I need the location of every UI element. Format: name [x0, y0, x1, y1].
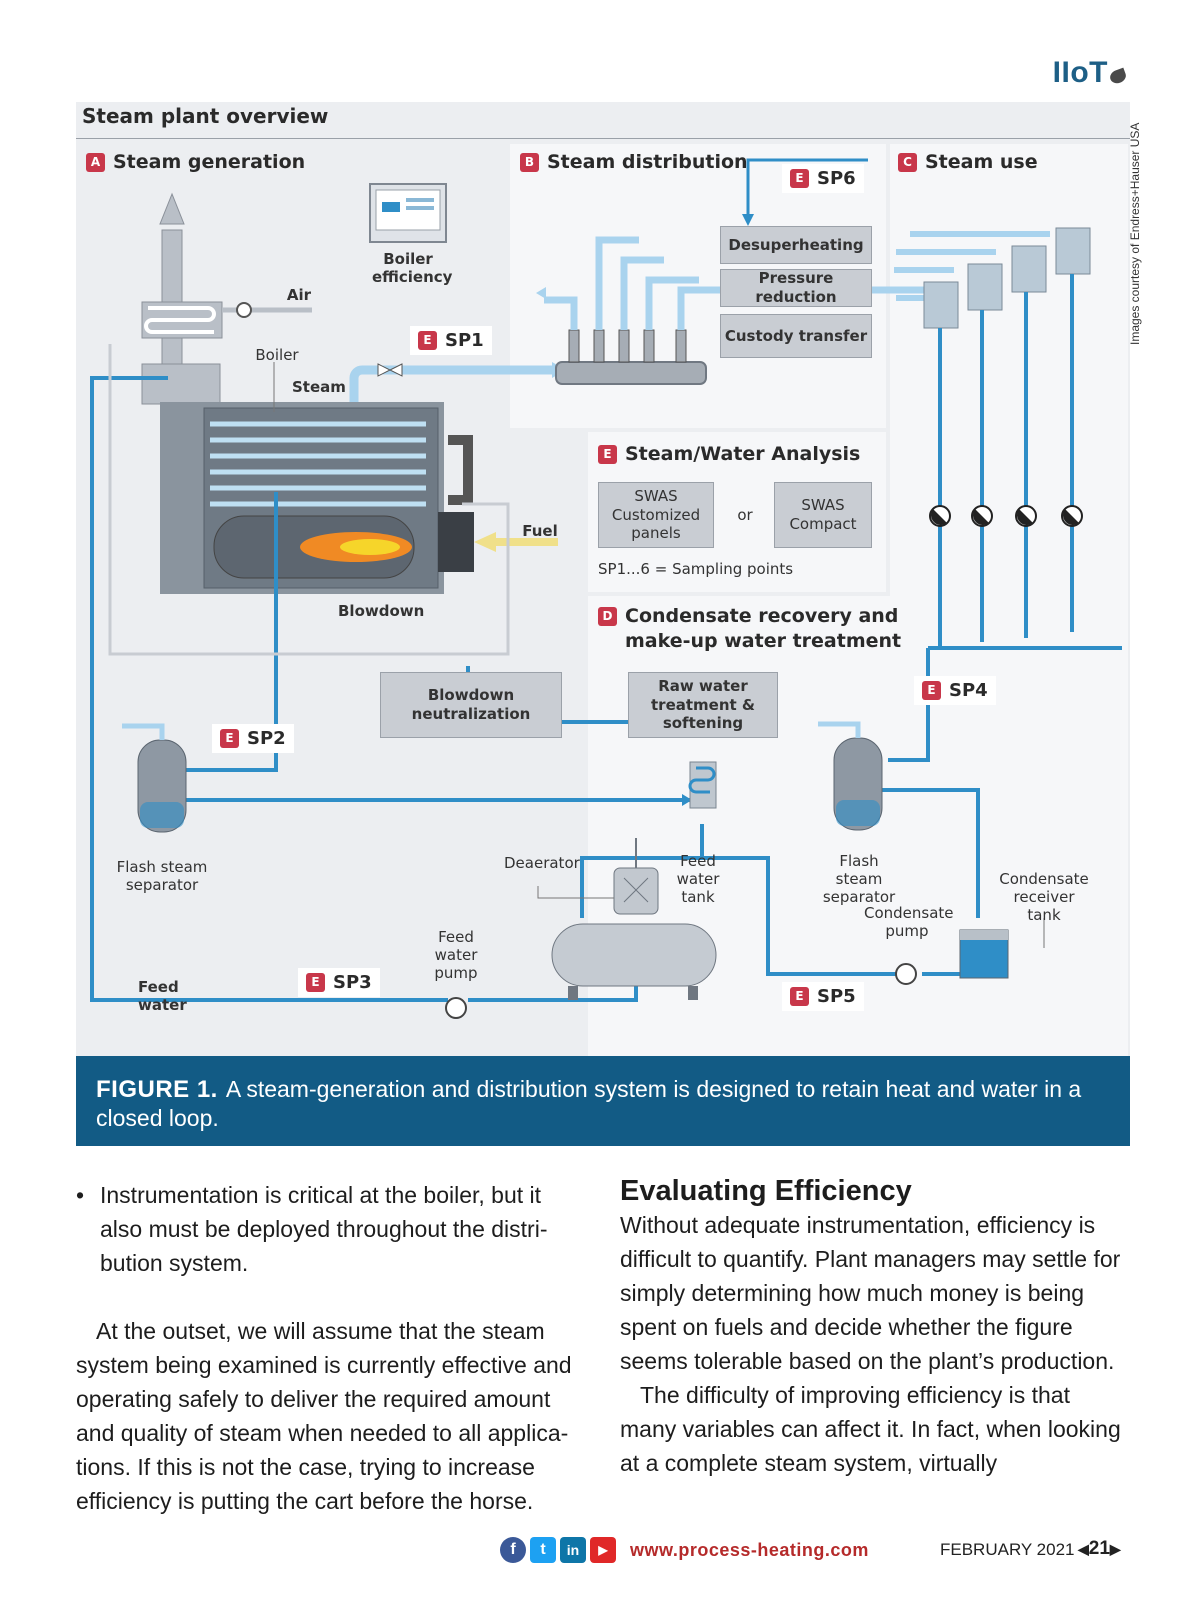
- linkedin-icon[interactable]: in: [560, 1537, 586, 1563]
- left-paragraph: At the outset, we will assume that the s…: [76, 1318, 572, 1514]
- section-heading: Evaluating Efficiency: [620, 1175, 912, 1207]
- figure-title: Steam plant overview: [82, 104, 329, 128]
- steam-label: Steam: [292, 378, 346, 396]
- condensate-return-lines: [928, 274, 1122, 650]
- heat-exchangers: [923, 227, 1091, 329]
- steam-supply-lines: [894, 231, 1050, 301]
- article-left-column: Instrumentation is critical at the boile…: [76, 1178, 586, 1518]
- fuel-label: Fuel: [522, 522, 558, 540]
- air-label: Air: [286, 286, 312, 304]
- desuperheating-box: Desuperheating: [720, 226, 872, 264]
- fuel-arrow-icon: [474, 532, 558, 552]
- bullet-paragraph: Instrumentation is critical at the boile…: [76, 1178, 586, 1280]
- feed-pump-icon: [445, 997, 467, 1019]
- swas-or: or: [737, 506, 753, 524]
- custody-transfer-box: Custody transfer: [720, 314, 872, 358]
- page-footer: f t in ▶ www.process-heating.com FEBRUAR…: [0, 1537, 1200, 1567]
- steam-plant-diagram: [90, 144, 1128, 1056]
- steam-traps: [929, 505, 1083, 527]
- figure-caption: FIGURE 1.A steam-generation and distribu…: [76, 1056, 1130, 1146]
- steam-valve-icon: [377, 363, 403, 377]
- feed-water-tank: [551, 923, 717, 987]
- caption-text: A steam-generation and distribution syst…: [96, 1076, 1082, 1131]
- section-tag: IIoT: [1052, 56, 1108, 89]
- blowdown-line: [108, 344, 510, 656]
- stack-arrow-icon: [159, 192, 185, 225]
- boiler-tubes: [210, 421, 426, 507]
- section-tag-marker-icon: [1108, 67, 1128, 86]
- figure-title-rule: [76, 138, 1130, 139]
- right-paragraph-2: The difficulty of improving efficiency i…: [620, 1382, 1121, 1476]
- caption-label: FIGURE 1.: [96, 1076, 218, 1103]
- website-link[interactable]: www.process-heating.com: [630, 1540, 869, 1560]
- blowdown-label: Blowdown: [338, 602, 425, 620]
- deaerator-label: Deaerator: [504, 854, 580, 872]
- feed-water-loop: [90, 376, 980, 1002]
- facebook-icon[interactable]: f: [500, 1537, 526, 1563]
- image-credit: Images courtesy of Endress+Hauser USA: [1128, 122, 1142, 345]
- twitter-icon[interactable]: t: [530, 1537, 556, 1563]
- right-paragraph-1: Without adequate instrumentation, effici…: [620, 1212, 1121, 1374]
- boiler-label: Boiler: [255, 346, 299, 364]
- panel-steam-use: [890, 144, 1128, 664]
- steam-header: [555, 361, 707, 385]
- youtube-icon[interactable]: ▶: [590, 1537, 616, 1563]
- economizer: [141, 363, 221, 405]
- main-steam-pipe: [349, 365, 552, 402]
- condensate-pump-icon: [895, 963, 917, 985]
- flash-separator-right: [818, 721, 883, 831]
- pressure-reduction-box: Pressure reduction: [720, 269, 872, 307]
- preheater-coil: [144, 306, 216, 334]
- feed-water-label: Feed water: [138, 978, 187, 1014]
- article-right-column: Evaluating Efficiency Without adequate i…: [620, 1174, 1132, 1480]
- air-sensor-icon: [236, 302, 252, 318]
- sampling-points-legend: SP1...6 = Sampling points: [598, 560, 794, 578]
- deaerator: [551, 838, 717, 1000]
- page-number: ◀21▶: [1078, 1538, 1121, 1559]
- issue-date: FEBRUARY 2021: [940, 1540, 1075, 1559]
- flash-separator-left: [122, 723, 187, 833]
